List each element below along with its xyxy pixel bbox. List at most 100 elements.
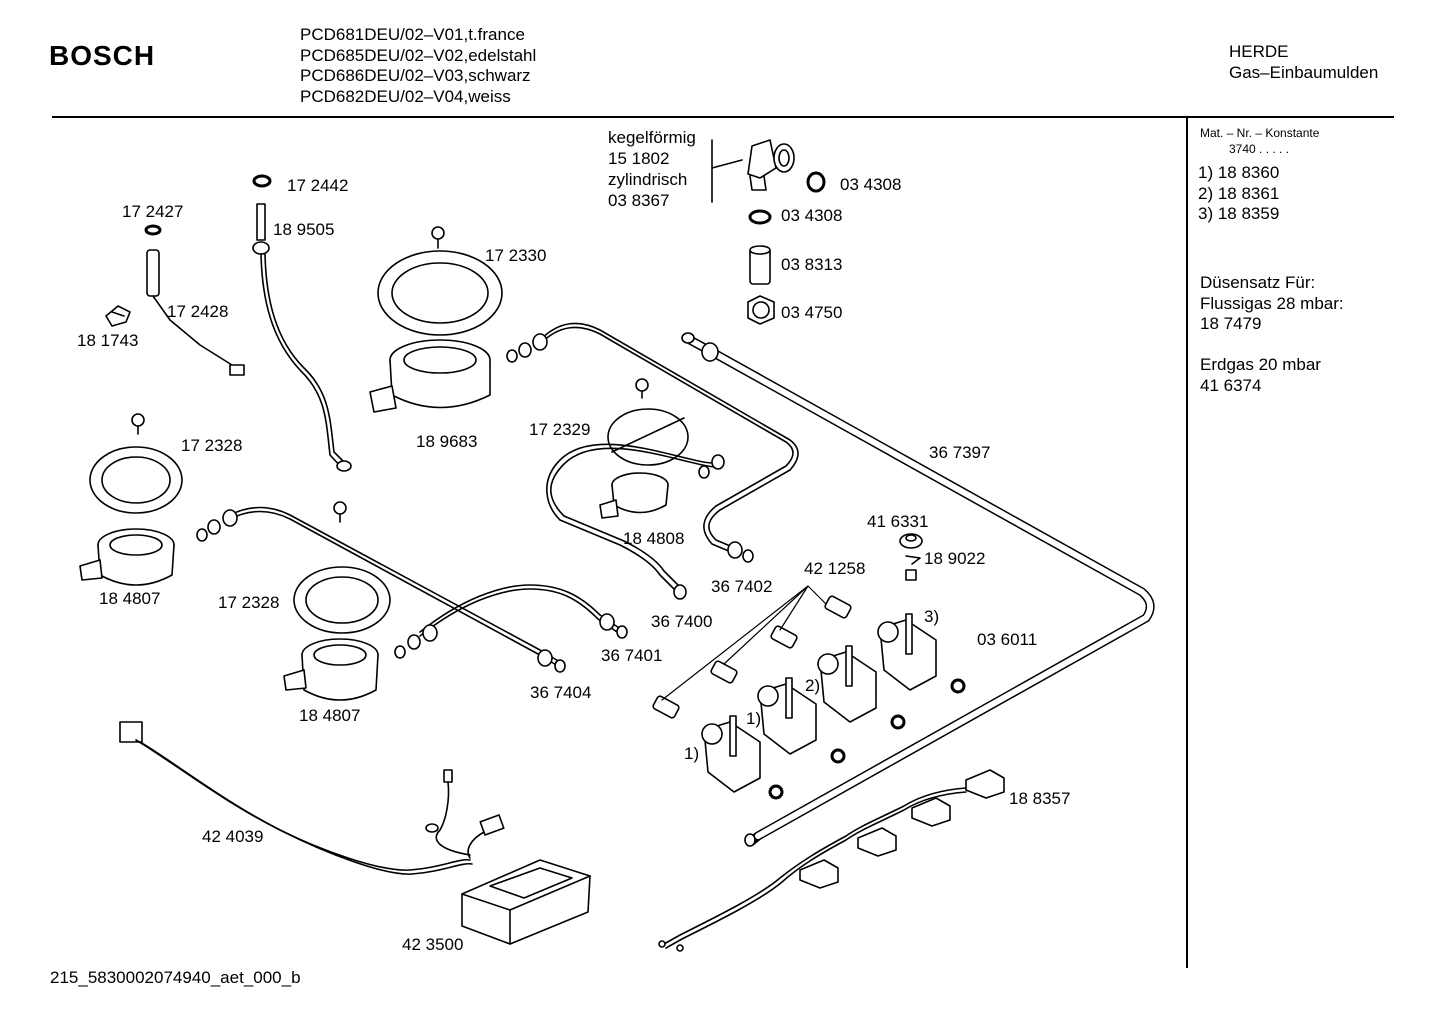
label-part: 36 7400 [651,612,713,631]
ng-label: Erdgas 20 mbar [1200,355,1321,374]
nozzle-adapter [749,245,771,285]
label-part: 17 2330 [485,246,547,265]
mat-value: 3740 . . . . . [1229,142,1290,156]
ng-part: 41 6374 [1200,375,1262,395]
seal-ring [950,678,966,694]
ignition-switch-harness [658,769,1005,952]
model-line: PCD685DEU/02–V02,edelstahl [300,45,537,65]
label-part: 42 4039 [202,827,264,846]
seal-ring [830,748,846,764]
screw [333,501,347,523]
valve-adapter [899,533,923,549]
label-part: 18 9683 [416,432,478,451]
burner-housing [79,528,175,586]
gas-nozzle [652,695,680,719]
ignition-cable [119,721,505,875]
label-part: 03 4308 [781,206,843,225]
nozzle-block: Düsensatz Für: Flussigas 28 mbar: 18 747… [1200,273,1344,335]
mat-title: Mat. – Nr. – Konstante [1200,126,1320,140]
label-part: 36 7404 [530,683,592,702]
label-part: 18 4808 [623,529,685,548]
burner-gasket [293,566,391,634]
label-part: 36 7402 [711,577,773,596]
gas-nozzle [770,625,798,649]
label-part: 03 4750 [781,303,843,322]
label-part: 18 9505 [273,220,335,239]
label-part: 18 8357 [1009,789,1071,808]
label-kegel: kegelförmig [608,128,696,147]
category-line2: Gas–Einbaumulden [1229,62,1379,82]
gas-valve [701,715,761,793]
lpg-label: Flussigas 28 mbar: [1200,293,1344,313]
retaining-clip [105,305,131,327]
ng-block: Erdgas 20 mbar 41 6374 [1200,355,1321,396]
gas-valve [817,645,877,723]
burner-gasket [607,408,689,466]
small-spring [905,569,917,581]
label-part: 17 2427 [122,202,184,221]
label-part: 17 2328 [218,593,280,612]
model-line: PCD686DEU/02–V03,schwarz [300,66,531,85]
brand-logo: BOSCH [49,40,156,71]
variant-item: 2) 18 8361 [1198,183,1280,203]
label-part: 03 6011 [977,630,1038,649]
seal-ring [768,784,784,800]
label-part: 03 8313 [781,255,843,274]
gas-pipe [196,506,566,673]
label-part: 17 2328 [181,436,243,455]
label-zylindrisch: zylindrisch [608,170,688,189]
label-part: 41 6331 [867,512,929,531]
main-gas-pipe [681,332,1155,847]
header-rule [52,116,1394,118]
seal-ring [806,171,826,193]
burner-gasket [377,250,503,336]
sidebar-divider [1186,116,1188,968]
model-line: PCD682DEU/02–V04,weiss [300,86,511,106]
seal-ring [144,224,162,236]
screw [131,413,145,435]
ignition-electrode [146,249,245,376]
gas-valve [757,677,817,755]
label-variant: 3) [924,607,940,626]
label-part: 15 1802 [608,149,670,168]
label-part: 18 4807 [99,589,161,608]
ignition-module [461,859,591,945]
label-part: 42 3500 [402,935,464,954]
seal-ring [252,174,272,188]
angle-connector [747,139,795,191]
gas-nozzle [710,660,738,684]
burner-housing [369,339,491,413]
seal-ring [748,209,772,225]
leader-lines [661,585,827,701]
burner-housing [599,472,669,519]
label-variant: 1) [684,744,700,763]
category-line1: HERDE [1229,42,1289,61]
lpg-part: 18 7479 [1200,314,1262,333]
gas-valve [877,613,937,691]
nozzle-title: Düsensatz Für: [1200,273,1316,292]
gas-pipe [506,322,799,563]
gas-pipe [394,584,628,659]
document-code: 215_5830002074940_aet_000_b [50,968,301,987]
model-line: PCD681DEU/02–V01,t.france [300,25,525,44]
burner-gasket [89,446,183,514]
hex-nut [747,295,775,325]
gas-nozzle [824,595,852,619]
label-part: 03 4308 [840,175,902,194]
label-part: 03 8367 [608,191,670,210]
label-part: 36 7401 [601,646,663,665]
label-part: 18 4807 [299,706,361,725]
label-part: 18 1743 [77,331,139,350]
label-part: 36 7397 [929,443,991,462]
label-part: 18 9022 [924,549,986,568]
screw [431,226,445,249]
variant-item: 3) 18 8359 [1198,204,1280,223]
label-variant: 1) [746,709,762,728]
label-part: 17 2329 [529,420,591,439]
variant-item: 1) 18 8360 [1198,163,1280,182]
screw [635,378,649,399]
model-list: PCD681DEU/02–V01,t.france PCD685DEU/02–V… [300,25,536,107]
gas-pipe [546,443,725,600]
thermocouple [252,203,352,472]
